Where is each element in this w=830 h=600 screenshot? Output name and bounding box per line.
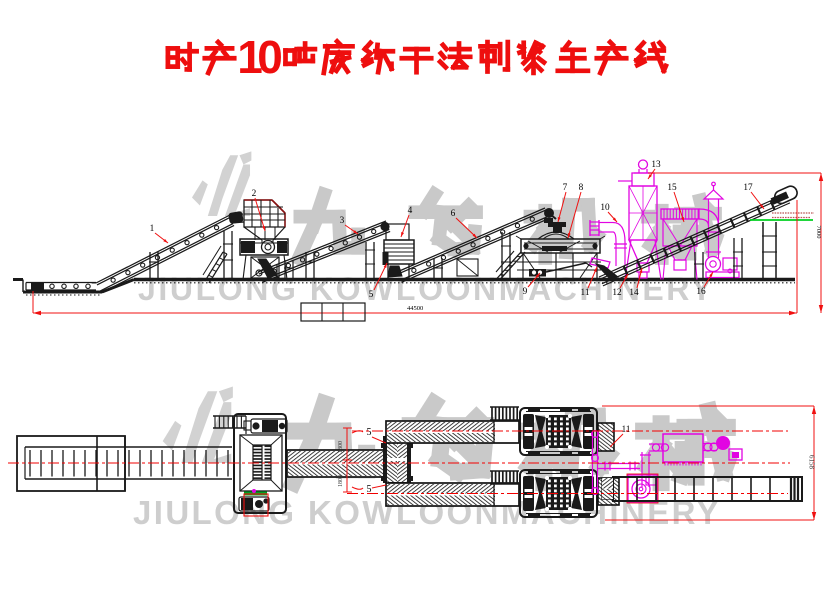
svg-text:6: 6 <box>451 209 456 219</box>
svg-text:16: 16 <box>696 287 706 297</box>
svg-text:15: 15 <box>667 183 677 193</box>
svg-text:3: 3 <box>340 216 345 226</box>
svg-text:6158: 6158 <box>808 455 816 470</box>
svg-text:5: 5 <box>367 484 372 495</box>
svg-text:1800: 1800 <box>338 441 344 453</box>
svg-text:13: 13 <box>651 160 661 170</box>
svg-text:11: 11 <box>622 424 631 434</box>
svg-text:5: 5 <box>369 290 374 300</box>
svg-text:1800: 1800 <box>338 475 344 487</box>
svg-text:2: 2 <box>252 189 257 199</box>
svg-text:44500: 44500 <box>407 305 423 312</box>
svg-text:1: 1 <box>150 224 155 234</box>
svg-text:10: 10 <box>600 203 610 213</box>
svg-text:4: 4 <box>408 206 413 216</box>
svg-text:14: 14 <box>629 288 639 298</box>
svg-text:17: 17 <box>743 183 753 193</box>
svg-text:9: 9 <box>523 287 528 297</box>
svg-text:0: 0 <box>257 31 283 83</box>
svg-text:11: 11 <box>581 288 590 298</box>
svg-text:8: 8 <box>579 183 584 193</box>
svg-text:12: 12 <box>612 288 622 298</box>
svg-text:5: 5 <box>367 427 372 438</box>
svg-text:1: 1 <box>237 31 263 83</box>
svg-text:7: 7 <box>563 183 568 193</box>
svg-text:7000: 7000 <box>815 226 822 239</box>
